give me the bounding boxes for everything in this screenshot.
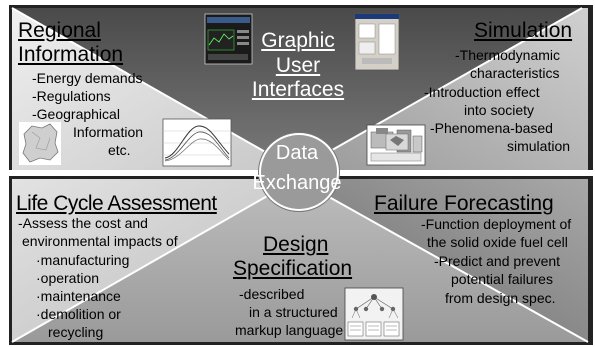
lca-item-operation: ·operation <box>36 270 100 286</box>
panel-bottom-center <box>12 179 588 342</box>
gui-window-thumbnail <box>354 13 400 71</box>
regional-item-energy: -Energy demands <box>32 70 143 86</box>
failure-item-function: -Function deployment of <box>421 216 572 232</box>
gui-heading-line3: Interfaces <box>251 78 345 101</box>
design-item-structured: in a structured <box>249 304 338 320</box>
simulation-item-characteristics: characteristics <box>470 65 560 81</box>
failure-item-design-spec: from design spec. <box>445 290 556 306</box>
simulation-model-thumbnail <box>366 124 426 166</box>
failure-item-sofc: the solid oxide fuel cell <box>427 234 568 250</box>
panel-top-center <box>12 8 582 170</box>
lca-item-maintenance: ·maintenance <box>36 288 121 304</box>
lca-heading: Life Cycle Assessment <box>16 192 217 215</box>
simulation-item-simulation: simulation <box>507 138 571 154</box>
simulation-item-introduction: -Introduction effect <box>424 84 540 100</box>
simulation-item-phenomena: -Phenomena-based <box>430 120 553 136</box>
regional-item-information: Information <box>73 124 144 140</box>
energy-demand-chart-thumbnail <box>162 118 232 167</box>
hub-label-line2: Exchange <box>252 172 342 194</box>
simulation-item-society: into society <box>464 102 535 118</box>
lca-item-environmental: environmental impacts of <box>22 233 178 249</box>
regional-item-regulations: -Regulations <box>32 88 111 104</box>
simulation-heading: Simulation <box>474 19 573 42</box>
failure-heading: Failure Forecasting <box>374 192 554 215</box>
hub-label-line1: Data <box>275 142 319 164</box>
design-item-markup: markup language <box>235 322 344 338</box>
failure-item-potential: potential failures <box>451 271 553 287</box>
lca-item-demolition: ·demolition or <box>36 306 121 322</box>
design-item-described: -described <box>239 286 305 302</box>
regional-map-thumbnail <box>19 122 61 165</box>
failure-item-predict: -Predict and prevent <box>434 253 561 269</box>
regional-heading-line2: Information <box>18 43 124 66</box>
gui-heading-line2: User <box>275 54 321 77</box>
regional-item-etc: etc. <box>108 142 131 158</box>
lca-item-recycling: recycling <box>48 324 104 340</box>
lca-item-assess: -Assess the cost and <box>18 215 148 231</box>
gui-screenshot-thumbnail <box>204 13 253 65</box>
regional-item-geographical: -Geographical <box>32 106 120 122</box>
gui-heading-line1: Graphic <box>261 29 335 52</box>
design-heading-line2: Specification <box>233 257 353 280</box>
design-heading-line1: Design <box>263 233 329 256</box>
simulation-item-thermo: -Thermodynamic <box>455 47 561 63</box>
markup-language-thumbnail <box>344 287 404 341</box>
lca-item-manufacturing: ·manufacturing <box>36 252 130 268</box>
data-exchange-hub <box>259 133 339 211</box>
regional-heading-line1: Regional <box>18 19 101 42</box>
